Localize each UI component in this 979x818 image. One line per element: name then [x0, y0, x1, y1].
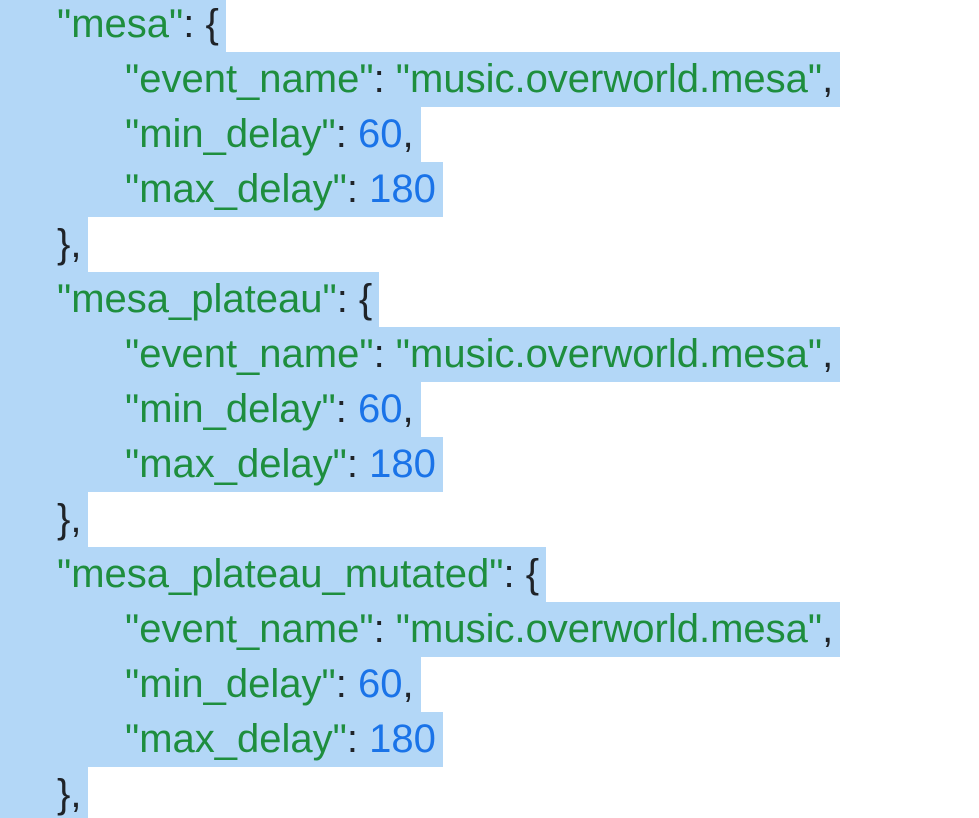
colon: : [346, 167, 370, 211]
code-line: "mesa": { [0, 0, 840, 52]
string-value: "music.overworld.mesa" [395, 607, 823, 651]
colon: : [335, 387, 358, 431]
selected-text[interactable]: "mesa": { [0, 0, 226, 52]
selected-text[interactable]: "min_delay": 60, [0, 382, 421, 437]
comma: , [822, 607, 834, 651]
close-brace-icon: } [57, 497, 71, 541]
json-key: "min_delay" [125, 387, 336, 431]
comma: , [402, 112, 414, 156]
selected-text[interactable]: "event_name": "music.overworld.mesa", [0, 52, 841, 107]
selected-text[interactable]: "max_delay": 180 [0, 437, 443, 492]
comma: , [70, 772, 82, 816]
json-key: "max_delay" [125, 167, 347, 211]
json-key: "mesa" [57, 2, 184, 46]
colon: : [335, 662, 358, 706]
selected-text[interactable]: "event_name": "music.overworld.mesa", [0, 602, 841, 657]
colon: : [346, 717, 370, 761]
selected-text[interactable]: "mesa_plateau": { [0, 272, 380, 327]
selected-text[interactable]: "max_delay": 180 [0, 712, 443, 767]
code-line: "event_name": "music.overworld.mesa", [0, 602, 841, 657]
code-line: }, [0, 492, 840, 547]
number-value: 180 [369, 717, 436, 761]
colon: : [373, 57, 396, 101]
colon: : [183, 2, 206, 46]
json-key: "max_delay" [125, 717, 347, 761]
selected-text[interactable]: }, [0, 217, 89, 272]
number-value: 180 [369, 167, 436, 211]
close-brace-icon: } [57, 222, 71, 266]
colon: : [346, 442, 370, 486]
string-value: "music.overworld.mesa" [395, 57, 823, 101]
code-line: "mesa_plateau": { [0, 272, 840, 327]
json-key: "event_name" [125, 332, 374, 376]
comma: , [70, 222, 82, 266]
json-key: "min_delay" [125, 662, 336, 706]
code-line: }, [0, 217, 840, 272]
open-brace-icon: { [525, 552, 540, 596]
code-line: "mesa_plateau_mutated": { [0, 547, 840, 602]
code-line: "max_delay": 180 [0, 162, 840, 217]
selected-text[interactable]: }, [0, 492, 89, 547]
json-key: "min_delay" [125, 112, 336, 156]
comma: , [402, 387, 414, 431]
comma: , [402, 662, 414, 706]
selected-text[interactable]: "event_name": "music.overworld.mesa", [0, 327, 841, 382]
comma: , [70, 497, 82, 541]
code-line: }, [0, 767, 840, 818]
colon: : [336, 277, 359, 321]
open-brace-icon: { [358, 277, 373, 321]
selected-text[interactable]: "min_delay": 60, [0, 657, 421, 712]
close-brace-icon: } [57, 772, 71, 816]
json-key: "max_delay" [125, 442, 347, 486]
json-key: "mesa_plateau_mutated" [57, 552, 504, 596]
number-value: 60 [357, 387, 403, 431]
json-key: "event_name" [125, 57, 374, 101]
open-brace-icon: { [205, 2, 219, 46]
code-line: "min_delay": 60, [0, 382, 840, 437]
colon: : [373, 332, 396, 376]
number-value: 180 [369, 442, 436, 486]
code-line: "max_delay": 180 [0, 437, 840, 492]
selected-text[interactable]: "mesa_plateau_mutated": { [0, 547, 547, 602]
number-value: 60 [357, 662, 403, 706]
code-line: "min_delay": 60, [0, 657, 840, 712]
json-key: "event_name" [125, 607, 374, 651]
colon: : [373, 607, 396, 651]
code-line: "event_name": "music.overworld.mesa", [0, 52, 841, 107]
code-line: "max_delay": 180 [0, 712, 840, 767]
comma: , [822, 57, 834, 101]
colon: : [335, 112, 358, 156]
json-key: "mesa_plateau" [57, 277, 337, 321]
code-line: "min_delay": 60, [0, 107, 840, 162]
number-value: 60 [357, 112, 403, 156]
selected-text[interactable]: }, [0, 767, 89, 818]
colon: : [503, 552, 526, 596]
comma: , [822, 332, 834, 376]
selected-text[interactable]: "min_delay": 60, [0, 107, 421, 162]
selected-text[interactable]: "max_delay": 180 [0, 162, 443, 217]
code-lines: "mesa": {"event_name": "music.overworld.… [0, 0, 841, 818]
string-value: "music.overworld.mesa" [395, 332, 823, 376]
code-line: "event_name": "music.overworld.mesa", [0, 327, 841, 382]
